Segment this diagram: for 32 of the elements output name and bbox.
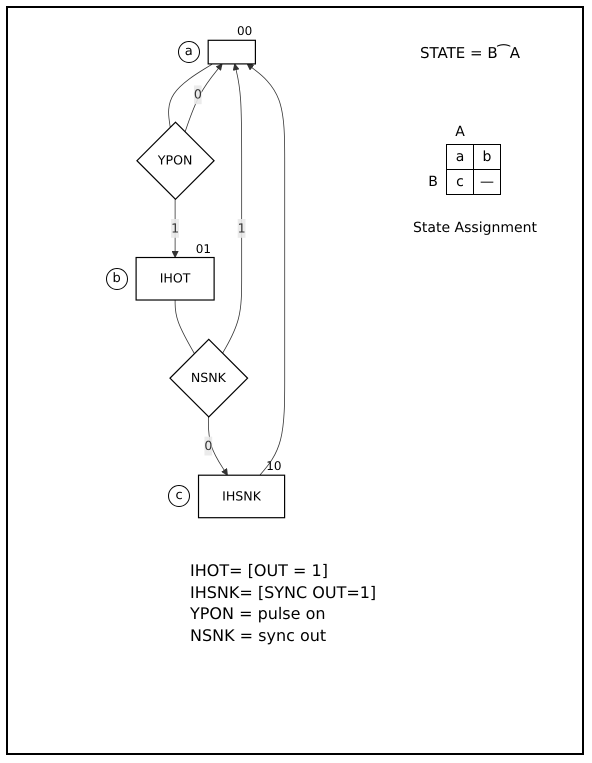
column-heading: A — [446, 120, 474, 144]
node-diamond: YPON — [136, 121, 214, 200]
connector — [168, 64, 213, 128]
table-cell: a — [446, 144, 474, 170]
state-equation: STATE = B⁀A — [420, 44, 520, 62]
table-cell: c — [446, 170, 474, 194]
arrow — [184, 64, 222, 132]
node-box: IHOT — [135, 256, 214, 301]
state-letter: c — [168, 485, 190, 508]
state-code: 10 — [266, 459, 282, 474]
arrow — [222, 64, 242, 354]
row-heading: B — [420, 170, 446, 194]
edge-label: 1 — [237, 220, 246, 236]
arrow — [246, 64, 285, 476]
table-cell: b — [474, 144, 500, 170]
table-cell: — — [474, 170, 500, 194]
definition-note: IHOT= [OUT = 1] — [190, 560, 329, 582]
node-box — [207, 40, 256, 64]
state-code: 00 — [236, 24, 252, 38]
state-letter: a — [178, 41, 200, 64]
state-code: 01 — [196, 242, 211, 256]
node-box: IHSNK — [198, 474, 285, 518]
table-caption: State Assignment — [412, 220, 538, 236]
edge-label: 0 — [193, 86, 202, 102]
connector — [174, 300, 194, 354]
definition-note: NSNK = sync out — [190, 624, 328, 646]
edge-label: 1 — [170, 220, 179, 236]
edge-label: 0 — [204, 438, 212, 454]
definition-note: IHSNK= [SYNC OUT=1] — [190, 582, 376, 604]
state-letter: b — [106, 268, 128, 290]
definition-note: YPON = pulse on — [190, 603, 326, 625]
node-diamond: NSNK — [168, 338, 248, 418]
